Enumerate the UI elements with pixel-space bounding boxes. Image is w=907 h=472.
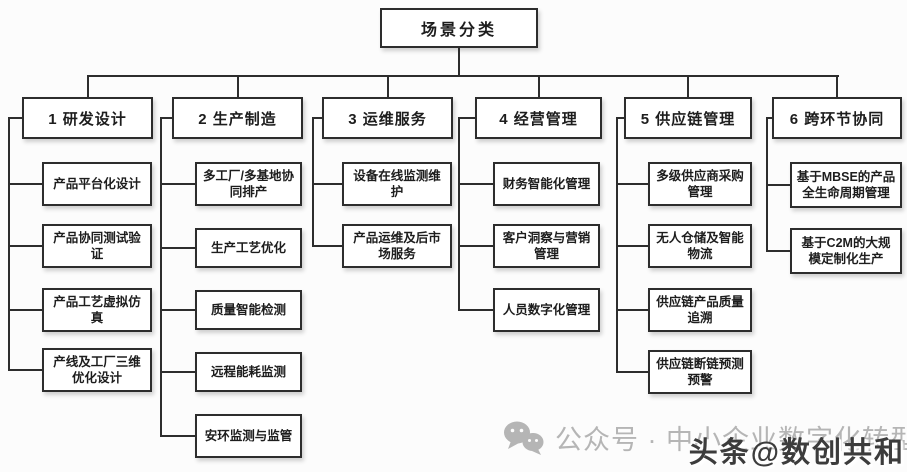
branch-5-child-2: 无人仓储及智能物流 xyxy=(648,224,752,268)
connector-branch-2-spine xyxy=(160,117,162,437)
branch-3-child-1-label: 设备在线监测维护 xyxy=(353,168,441,199)
connector-branch-3-stub-1 xyxy=(312,183,342,185)
branch-header-4: 4 经营管理 xyxy=(475,97,602,139)
branch-4-child-1: 财务智能化管理 xyxy=(493,162,600,206)
branch-5-child-3-label: 供应链产品质量追溯 xyxy=(656,294,744,325)
connector-branch-3-stub-2 xyxy=(312,245,342,247)
connector-branch-5-stub-4 xyxy=(616,371,648,373)
branch-header-1-label: 1 研发设计 xyxy=(48,110,127,128)
branch-2-child-1: 多工厂/多基地协同排产 xyxy=(195,162,302,206)
watermark-toutiao: 头条@数创共和 xyxy=(689,429,905,471)
connector-branch-6-elbow xyxy=(766,117,772,119)
connector-branch-2-stub-2 xyxy=(160,247,195,249)
connector-branch-2-stub-1 xyxy=(160,183,195,185)
connector-branch-4-spine xyxy=(458,117,460,311)
branch-1-child-2-label: 产品协同测试验证 xyxy=(53,230,141,261)
connector-branch-2-stub-5 xyxy=(160,435,195,437)
connector-branch-1-elbow xyxy=(8,117,22,119)
connector-branch-1-spine xyxy=(8,117,10,371)
connector-branch-4-elbow xyxy=(458,117,475,119)
branch-2-child-3: 质量智能检测 xyxy=(195,290,302,330)
branch-4-child-2-label: 客户洞察与营销管理 xyxy=(502,230,591,261)
branch-2-child-2-label: 生产工艺优化 xyxy=(210,240,286,255)
branch-3-child-2-label: 产品运维及后市场服务 xyxy=(353,230,441,261)
connector-branch-1-stub-2 xyxy=(8,245,42,247)
branch-3-child-1: 设备在线监测维护 xyxy=(342,162,452,206)
branch-6-child-1-label: 基于MBSE的产品全生命周期管理 xyxy=(796,169,896,200)
branch-2-child-5-label: 安环监测与监管 xyxy=(204,428,293,443)
wechat-icon xyxy=(504,421,544,455)
connector-branch-2-elbow xyxy=(160,117,172,119)
watermark-toutiao-text: 头条@数创共和 xyxy=(688,437,905,469)
connector-branch-4-drop xyxy=(538,75,540,97)
connector-branch-2-stub-4 xyxy=(160,371,195,373)
connector-branch-5-elbow xyxy=(616,117,624,119)
branch-5-child-4-label: 供应链断链预测预警 xyxy=(656,356,744,387)
connector-branch-3-drop xyxy=(387,75,389,97)
connector-branch-5-drop xyxy=(687,75,689,97)
watermark-wechat-text: 公众号 · 中小企业数字化转型 xyxy=(555,425,907,455)
branch-1-child-3: 产品工艺虚拟仿真 xyxy=(42,288,152,332)
branch-header-5-label: 5 供应链管理 xyxy=(640,110,736,128)
branch-4-child-3-label: 人员数字化管理 xyxy=(502,302,591,317)
branch-4-child-1-label: 财务智能化管理 xyxy=(502,176,591,191)
branch-1-child-2: 产品协同测试验证 xyxy=(42,224,152,268)
connector-branch-1-stub-3 xyxy=(8,309,42,311)
connector-branch-6-drop xyxy=(836,75,838,97)
root-node: 场景分类 xyxy=(380,8,538,48)
watermark-wechat: 公众号 · 中小企业数字化转型 xyxy=(503,418,907,457)
branch-header-2: 2 生产制造 xyxy=(172,97,303,139)
branch-header-2-label: 2 生产制造 xyxy=(198,110,277,128)
branch-2-child-2: 生产工艺优化 xyxy=(195,228,302,268)
connector-branch-6-stub-1 xyxy=(766,184,790,186)
branch-6-child-2-label: 基于C2M的大规模定制化生产 xyxy=(801,235,891,266)
branch-2-child-4: 远程能耗监测 xyxy=(195,352,302,392)
branch-2-child-4-label: 远程能耗监测 xyxy=(210,364,286,379)
branch-5-child-4: 供应链断链预测预警 xyxy=(648,350,752,394)
branch-5-child-1: 多级供应商采购管理 xyxy=(648,162,752,206)
connector-branch-5-stub-1 xyxy=(616,183,648,185)
branch-4-child-3: 人员数字化管理 xyxy=(493,288,600,332)
branch-6-child-2: 基于C2M的大规模定制化生产 xyxy=(790,228,902,274)
connector-branch-6-stub-2 xyxy=(766,250,790,252)
branch-1-child-1: 产品平台化设计 xyxy=(42,162,152,206)
connector-branch-4-stub-3 xyxy=(458,309,493,311)
connector-branch-2-drop xyxy=(237,75,239,97)
connector-branch-5-stub-2 xyxy=(616,245,648,247)
branch-6-child-1: 基于MBSE的产品全生命周期管理 xyxy=(790,162,902,208)
branch-2-child-3-label: 质量智能检测 xyxy=(210,302,286,317)
branch-header-5: 5 供应链管理 xyxy=(624,97,752,139)
branch-1-child-3-label: 产品工艺虚拟仿真 xyxy=(53,294,141,325)
connector-branch-1-stub-4 xyxy=(8,369,42,371)
branch-header-4-label: 4 经营管理 xyxy=(499,110,578,128)
branch-5-child-3: 供应链产品质量追溯 xyxy=(648,288,752,332)
branch-header-1: 1 研发设计 xyxy=(22,97,153,139)
connector-branch-3-elbow xyxy=(312,117,322,119)
branch-header-6-label: 6 跨环节协同 xyxy=(789,110,885,128)
connector-branch-4-stub-2 xyxy=(458,245,493,247)
connector-branch-4-stub-1 xyxy=(458,183,493,185)
branch-1-child-4-label: 产线及工厂三维优化设计 xyxy=(53,354,141,385)
connector-top-bus xyxy=(88,75,839,77)
connector-root-drop xyxy=(458,48,460,75)
branch-header-6: 6 跨环节协同 xyxy=(772,97,902,139)
connector-branch-1-stub-1 xyxy=(8,183,42,185)
connector-branch-2-stub-3 xyxy=(160,309,195,311)
branch-1-child-1-label: 产品平台化设计 xyxy=(53,176,141,191)
branch-1-child-4: 产线及工厂三维优化设计 xyxy=(42,348,152,392)
connector-branch-1-drop xyxy=(87,75,89,97)
branch-5-child-2-label: 无人仓储及智能物流 xyxy=(656,230,744,261)
branch-2-child-5: 安环监测与监管 xyxy=(195,414,302,458)
connector-branch-5-stub-3 xyxy=(616,309,648,311)
branch-header-3: 3 运维服务 xyxy=(322,97,453,139)
branch-2-child-1-label: 多工厂/多基地协同排产 xyxy=(203,168,294,199)
branch-header-3-label: 3 运维服务 xyxy=(348,110,427,128)
branch-3-child-2: 产品运维及后市场服务 xyxy=(342,224,452,268)
root-node-label: 场景分类 xyxy=(420,22,497,39)
branch-5-child-1-label: 多级供应商采购管理 xyxy=(656,168,744,199)
connector-branch-3-spine xyxy=(312,117,314,247)
branch-4-child-2: 客户洞察与营销管理 xyxy=(493,224,600,268)
